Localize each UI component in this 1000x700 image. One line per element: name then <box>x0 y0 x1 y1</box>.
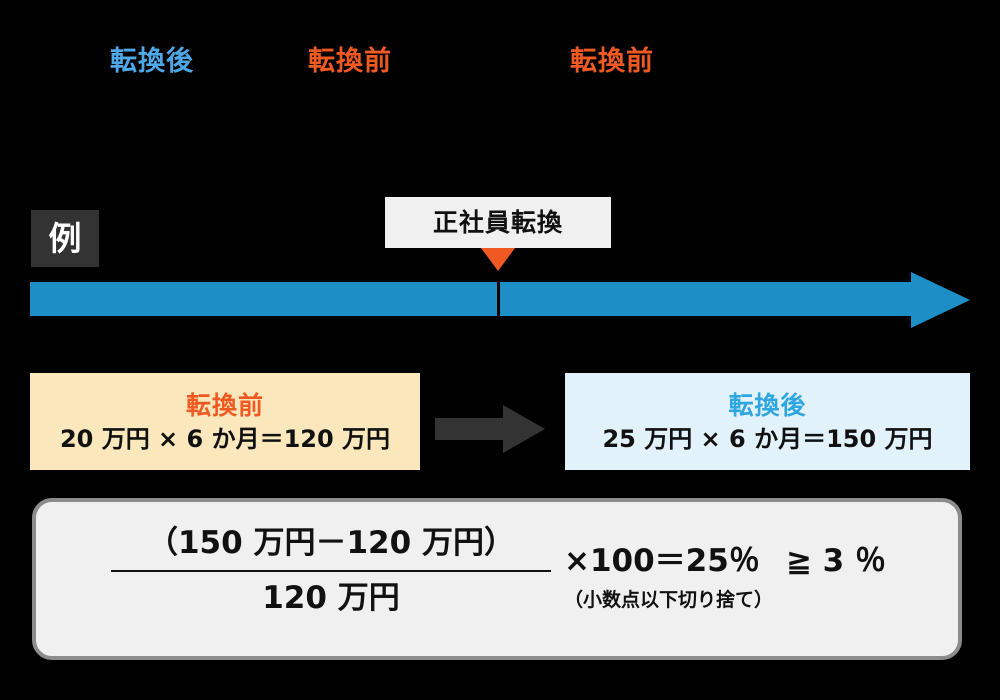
fraction-denominator: 120 万円 <box>262 579 400 616</box>
phase-label-after: 転換後 <box>110 46 194 77</box>
comparison-box-before: 転換前 20 万円 × 6 か月＝120 万円 <box>30 373 420 470</box>
phase-label-before-2: 転換前 <box>570 46 654 77</box>
timeline-bar <box>30 282 913 316</box>
result-expression: ×100＝25％ <box>564 543 760 579</box>
result-formula-panel: （150 万円－120 万円） 120 万円 ×100＝25％ ≧ 3 ％ （小数… <box>32 498 962 660</box>
callout-pointer-triangle-icon <box>481 248 515 271</box>
fraction-numerator: （150 万円－120 万円） <box>146 525 515 561</box>
fraction-rule <box>111 569 551 572</box>
comparison-before-formula: 20 万円 × 6 か月＝120 万円 <box>59 424 391 453</box>
comparison-before-title: 転換前 <box>185 390 264 420</box>
example-badge: 例 <box>31 210 99 267</box>
transition-arrow-icon <box>435 405 545 453</box>
result-main-line: ×100＝25％ ≧ 3 ％ <box>564 546 886 577</box>
timeline <box>30 272 970 328</box>
timeline-divider <box>497 282 500 316</box>
comparison-after-formula: 25 万円 × 6 か月＝150 万円 <box>602 424 933 453</box>
comparison-box-after: 転換後 25 万円 × 6 か月＝150 万円 <box>565 373 970 470</box>
conversion-callout: 正社員転換 <box>385 197 611 248</box>
comparison-after-title: 転換後 <box>728 390 807 420</box>
result-note: （小数点以下切り捨て） <box>564 589 774 611</box>
result-expression-group: ×100＝25％ ≧ 3 ％ （小数点以下切り捨て） <box>564 546 886 610</box>
result-fraction: （150 万円－120 万円） 120 万円 <box>111 524 551 618</box>
result-threshold-comparison: ≧ 3 ％ <box>785 543 886 579</box>
phase-label-before-1: 転換前 <box>308 46 392 77</box>
timeline-arrowhead-icon <box>911 272 970 328</box>
